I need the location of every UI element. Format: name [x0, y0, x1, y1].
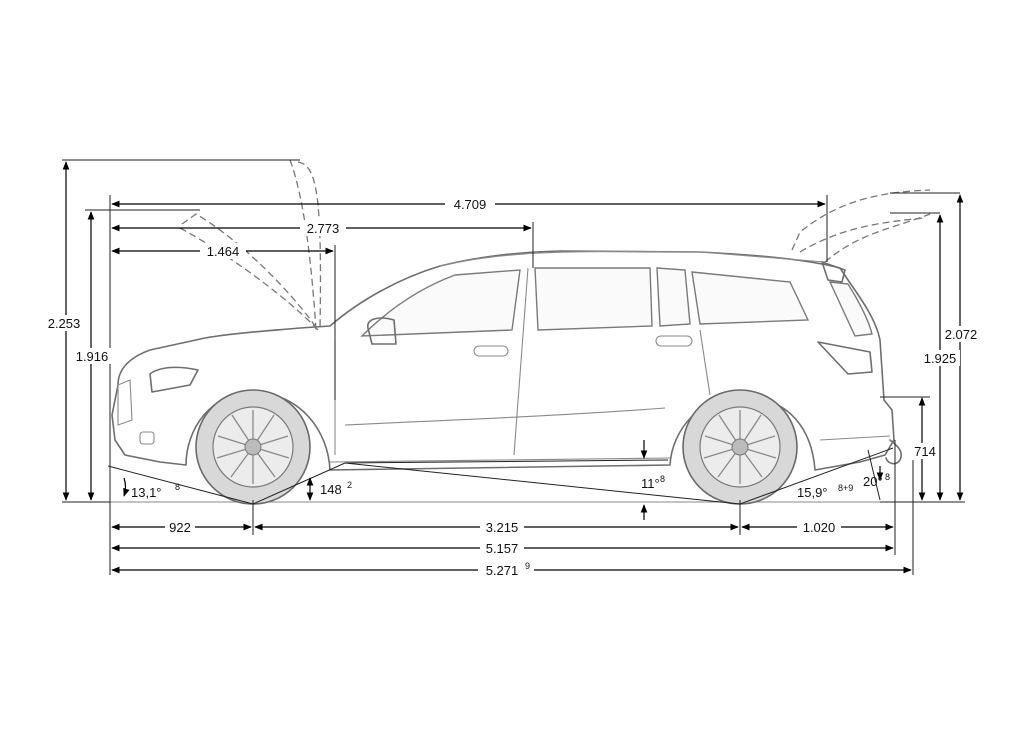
rear-quarter-window-b [691, 271, 810, 325]
front-door-window [360, 269, 521, 337]
label-height-roof: 1.916 [76, 349, 109, 364]
label-departure-angle: 15,9° [797, 485, 828, 500]
label-ground-clearance-note: 2 [347, 480, 352, 490]
label-a-pillar-to-front: 2.773 [307, 221, 340, 236]
fog-light [139, 431, 155, 445]
label-approach-angle: 13,1° [131, 485, 162, 500]
open-bonnet-upper-a [289, 159, 317, 331]
side-sill [329, 457, 671, 463]
label-breakover-angle-note: 8 [660, 474, 665, 484]
label-overall-length: 5.157 [486, 541, 519, 556]
side-mirror [367, 317, 397, 345]
front-door-handle [473, 345, 509, 357]
open-tailgate-lower [799, 217, 926, 253]
label-height-bonnet-open: 2.253 [48, 316, 81, 331]
dimension-lines [62, 159, 965, 575]
label-height-roof-rear: 1.925 [924, 351, 957, 366]
front-grille [117, 379, 133, 426]
b-pillar-seam [513, 267, 529, 456]
rear-bumper-line [819, 435, 891, 441]
label-front-to-bpillar: 1.464 [207, 244, 240, 259]
car-body-outline [111, 250, 895, 471]
rear-door-window [534, 267, 653, 331]
rear-window [828, 281, 873, 337]
open-tailgate-upper [791, 189, 931, 251]
rear-door-rear-seam [699, 329, 711, 396]
front-wheel [195, 389, 311, 505]
open-bonnet-lower [179, 227, 319, 331]
label-ground-clearance: 148 [320, 482, 342, 497]
label-front-overhang: 922 [169, 520, 191, 535]
dimension-labels: 4.709 2.773 1.464 2.253 1.916 2.072 1.92… [40, 196, 982, 578]
label-approach-angle-note: 8 [175, 482, 180, 492]
open-tailgate-edge [824, 213, 931, 263]
label-height-tailgate-open: 2.072 [945, 327, 978, 342]
open-bonnet-edge [181, 213, 319, 331]
tow-hitch [885, 439, 903, 465]
body-crease [344, 407, 666, 426]
rear-door-handle [655, 335, 693, 347]
label-hitch-angle-note: 8 [885, 472, 890, 482]
label-wheelbase: 3.215 [486, 520, 519, 535]
rear-spoiler [821, 261, 846, 283]
label-hitch-height: 714 [914, 444, 936, 459]
rear-quarter-window-a [656, 267, 691, 327]
rear-wheel [682, 389, 798, 505]
label-overall-length-hitch-note: 9 [525, 561, 530, 571]
label-rear-overhang: 1.020 [803, 520, 836, 535]
open-bonnet-upper-b [297, 161, 322, 331]
label-breakover-angle: 11° [641, 476, 660, 491]
label-hitch-angle: 20° [863, 474, 883, 489]
car-side-view [110, 159, 931, 505]
roof-line [439, 250, 826, 267]
headlight [149, 366, 199, 393]
label-departure-angle-note: 8+9 [838, 483, 853, 493]
label-overall-length-hitch: 5.271 [486, 563, 519, 578]
label-overall-length-hood: 4.709 [454, 197, 487, 212]
tail-light [817, 341, 873, 375]
